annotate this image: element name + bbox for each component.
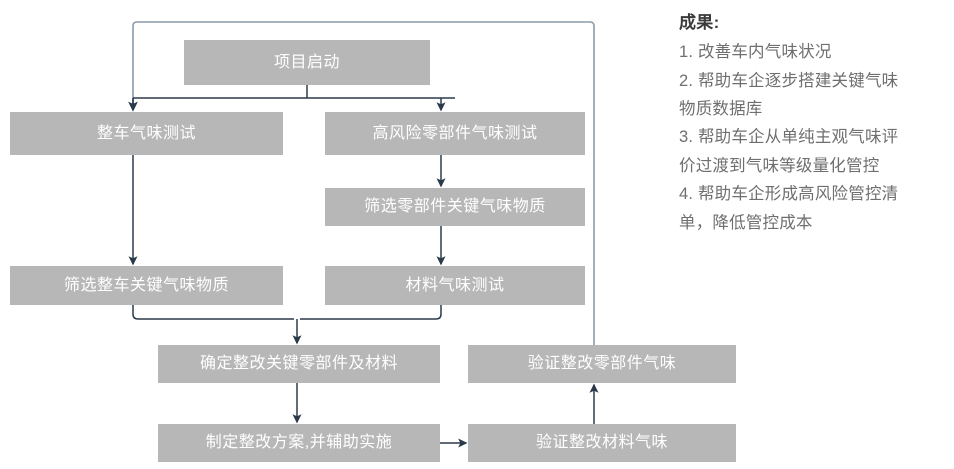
node-verify-material-label: 验证整改材料气味 [535,434,668,452]
node-highrisk-test[interactable]: 高风险零部件气味测试 [325,112,585,155]
node-start[interactable]: 项目启动 [184,40,430,85]
node-screen-vehicle-label: 筛选整车关键气味物质 [63,276,229,294]
node-verify-part[interactable]: 验证整改零部件气味 [468,345,736,383]
connector-merge-to-confirm [132,305,442,345]
node-screen-part-label: 筛选零部件关键气味物质 [364,198,546,216]
node-material-test-label: 材料气味测试 [405,276,505,294]
results-item-4: 4. 帮助车企形成高风险管控清 单，降低管控成本 [679,185,899,232]
node-highrisk-test-label: 高风险零部件气味测试 [372,124,538,142]
node-screen-part[interactable]: 筛选零部件关键气味物质 [325,188,585,226]
node-screen-vehicle[interactable]: 筛选整车关键气味物质 [10,266,283,305]
results-panel: 成果: 1. 改善车内气味状况 2. 帮助车企逐步搭建关键气味 物质数据库 3.… [679,10,947,237]
node-vehicle-test-label: 整车气味测试 [96,124,196,142]
node-confirm-rectify[interactable]: 确定整改关键零部件及材料 [158,345,440,383]
results-item-3: 3. 帮助车企从单纯主观气味评 价过渡到气味等级量化管控 [679,128,899,175]
node-verify-part-label: 验证整改零部件气味 [527,355,677,373]
results-title: 成果: [679,13,720,32]
node-make-plan[interactable]: 制定整改方案,并辅助实施 [158,424,440,462]
node-vehicle-test[interactable]: 整车气味测试 [10,112,283,155]
node-confirm-rectify-label: 确定整改关键零部件及材料 [199,355,398,373]
results-item-1: 1. 改善车内气味状况 [679,43,832,62]
connector-start-to-children [128,85,455,112]
node-material-test[interactable]: 材料气味测试 [325,266,585,305]
results-item-2: 2. 帮助车企逐步搭建关键气味 物质数据库 [679,71,899,119]
node-verify-material[interactable]: 验证整改材料气味 [468,424,736,462]
node-make-plan-label: 制定整改方案,并辅助实施 [205,434,393,452]
node-start-label: 项目启动 [273,53,340,71]
